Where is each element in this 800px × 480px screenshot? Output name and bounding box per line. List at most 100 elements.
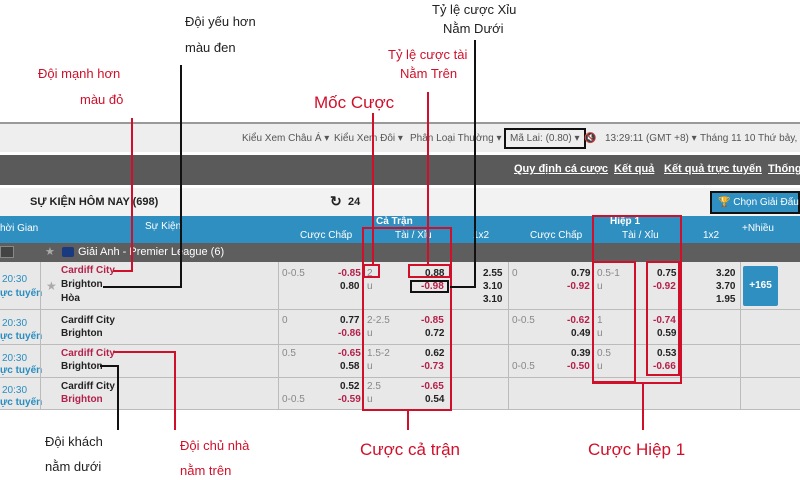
over-odds[interactable]: 0.53	[657, 348, 677, 359]
over-odds[interactable]: -0.74	[653, 315, 676, 326]
nav-rules[interactable]: Quy định cá cược	[514, 163, 609, 175]
odds[interactable]: -0.50	[567, 361, 590, 372]
away-team: Brighton	[61, 394, 103, 405]
odds[interactable]: -0.65	[338, 348, 361, 359]
view-asia-dropdown[interactable]: Kiểu Xem Châu Á ▾	[242, 133, 330, 144]
full-ou-box	[362, 227, 452, 411]
handicap-line: 0.5	[282, 348, 296, 359]
odds[interactable]: 0.58	[340, 361, 360, 372]
under-label: u	[367, 394, 373, 405]
col-over-under: Tài / Xỉu	[395, 230, 432, 241]
odds[interactable]: -0.85	[338, 268, 361, 279]
odds[interactable]: -0.86	[338, 328, 361, 339]
odds[interactable]: 0.52	[340, 381, 360, 392]
odds[interactable]: -0.92	[567, 281, 590, 292]
live-link[interactable]: ực tuyến	[0, 397, 43, 408]
live-link[interactable]: ực tuyến	[0, 331, 43, 342]
col-event: Sự Kiện	[145, 221, 182, 232]
live-link[interactable]: ực tuyến	[0, 288, 43, 299]
odds-2[interactable]: 1.95	[716, 294, 736, 305]
h1-handicap-line: 0	[512, 268, 518, 279]
weak-team-pointer	[103, 65, 182, 288]
league-name: Giải Anh - Premier League (6)	[78, 246, 225, 258]
live-link[interactable]: ực tuyến	[0, 365, 43, 376]
odds[interactable]: 0.39	[571, 348, 591, 359]
over-odds[interactable]: 0.88	[425, 268, 445, 279]
over-odds[interactable]: -0.65	[421, 381, 444, 392]
odds-2[interactable]: 3.10	[483, 294, 503, 305]
odds[interactable]: -0.62	[567, 315, 590, 326]
clock-dropdown[interactable]: 13:29:11 (GMT +8) ▾	[605, 133, 697, 144]
over-odds[interactable]: 0.62	[425, 348, 445, 359]
under-odds[interactable]: 0.59	[657, 328, 677, 339]
category-dropdown[interactable]: Phân Loại Thường ▾	[410, 133, 502, 144]
under-odds[interactable]: -0.92	[653, 281, 676, 292]
events-title: SỰ KIỆN HÔM NAY (698)	[30, 196, 159, 208]
odds-1[interactable]: 3.20	[716, 268, 736, 279]
under-odds[interactable]: 0.72	[425, 328, 445, 339]
divider	[740, 262, 741, 410]
over-odds[interactable]: -0.85	[421, 315, 444, 326]
col-time: hời Gian	[0, 223, 39, 234]
odds-1[interactable]: 2.55	[483, 268, 503, 279]
over-odds-note: Nằm Trên	[400, 66, 458, 81]
nav-stats[interactable]: Thống	[768, 163, 800, 175]
table-row: 20:30 ực tuyến Cardiff City Brighton 0 0…	[0, 310, 800, 345]
star-icon[interactable]: ★	[45, 246, 55, 258]
away-team: Brighton	[61, 279, 103, 290]
handicap-line: 0-0.5	[282, 268, 305, 279]
h1-handicap-line: 0-0.5	[512, 361, 535, 372]
collapse-icon[interactable]	[0, 246, 14, 258]
away-team: Brighton	[61, 328, 103, 339]
odds[interactable]: 0.49	[571, 328, 591, 339]
more-bets-button[interactable]: +165	[743, 266, 778, 306]
refresh-icon[interactable]: ↻	[330, 193, 342, 209]
match-time: 20:30	[2, 385, 28, 396]
under-odds[interactable]: 0.54	[425, 394, 445, 405]
flag-icon	[62, 247, 74, 257]
col-h1-handicap: Cược Chấp	[530, 230, 583, 241]
h1-ou-line: 0.5	[597, 348, 611, 359]
under-odds-note: Nằm Dưới	[443, 21, 504, 36]
under-label: u	[367, 281, 373, 292]
odds-x[interactable]: 3.70	[716, 281, 736, 292]
col-handicap: Cược Chấp	[300, 230, 353, 241]
odds[interactable]: 0.80	[340, 281, 360, 292]
odds[interactable]: 0.77	[340, 315, 360, 326]
odds[interactable]: 0.79	[571, 268, 591, 279]
under-odds[interactable]: -0.73	[421, 361, 444, 372]
line-note: Mốc Cược	[314, 93, 395, 112]
under-highlight	[410, 280, 449, 293]
sound-off-icon[interactable]: 🔇	[584, 133, 597, 144]
divider	[278, 262, 279, 410]
choose-league-button[interactable]: 🏆 Chọn Giải Đấu	[710, 191, 800, 214]
col-full-match: Cả Trận	[376, 216, 413, 227]
star-icon[interactable]: ★	[46, 279, 57, 293]
home-pointer	[113, 351, 176, 430]
odds-type-dropdown[interactable]: Mã Lai: (0.80) ▾	[504, 128, 586, 149]
under-odds-pointer	[450, 40, 476, 288]
col-h1-1x2: 1x2	[703, 230, 720, 241]
under-odds[interactable]: -0.98	[421, 281, 444, 292]
weak-team-note: Đội yếu hơn	[185, 14, 256, 29]
trophy-icon: 🏆	[718, 197, 731, 208]
nav-results[interactable]: Kết quả	[614, 163, 655, 175]
nav-live-results[interactable]: Kết quả trực tuyến	[664, 163, 762, 175]
under-odds[interactable]: -0.66	[653, 361, 676, 372]
league-row[interactable]: ★ Giải Anh - Premier League (6)	[0, 243, 800, 262]
ou-line: 2-2.5	[367, 315, 390, 326]
handicap-line: 0	[282, 315, 288, 326]
line-highlight	[363, 264, 380, 278]
over-odds[interactable]: 0.75	[657, 268, 677, 279]
odds-x[interactable]: 3.10	[483, 281, 503, 292]
over-odds-note: Tỷ lệ cược tài	[388, 47, 468, 62]
match-time: 20:30	[2, 353, 28, 364]
under-label: u	[367, 361, 373, 372]
match-time: 20:30	[2, 318, 28, 329]
odds[interactable]: -0.59	[338, 394, 361, 405]
home-team: Cardiff City	[61, 265, 115, 276]
view-team-dropdown[interactable]: Kiểu Xem Đôi ▾	[334, 133, 403, 144]
under-odds-note: Tỷ lệ cược Xỉu	[432, 2, 517, 17]
home-team: Cardiff City	[61, 381, 115, 392]
strong-team-note: màu đỏ	[80, 92, 124, 107]
